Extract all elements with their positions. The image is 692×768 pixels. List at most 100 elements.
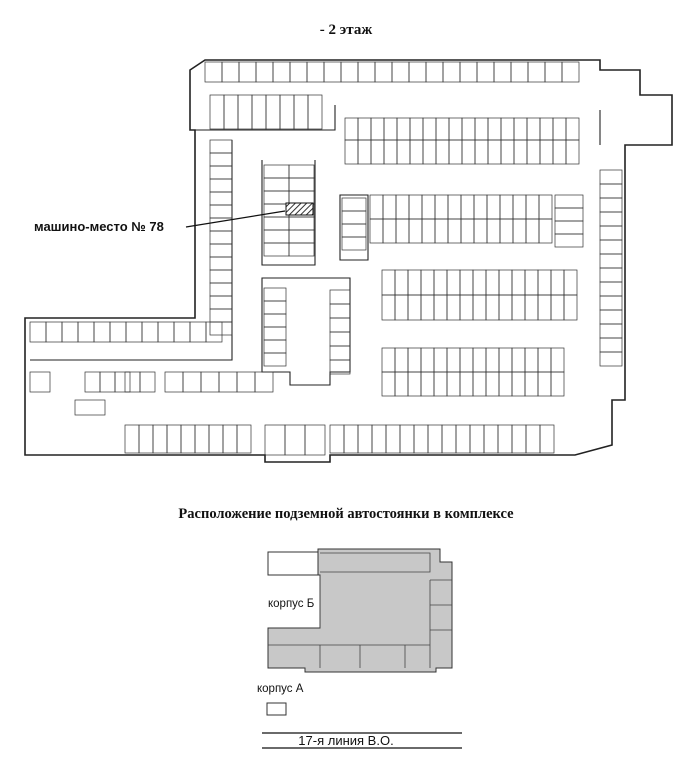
parking-stall xyxy=(511,347,526,373)
parking-stall xyxy=(474,117,489,141)
parking-stall xyxy=(525,218,540,244)
parking-stall xyxy=(223,94,239,130)
parking-stall xyxy=(381,269,396,296)
parking-stall xyxy=(486,218,501,244)
parking-stall xyxy=(512,194,527,220)
parking-stall xyxy=(524,347,539,373)
parking-stall xyxy=(263,242,290,257)
parking-stall xyxy=(209,191,233,206)
parking-stall xyxy=(263,287,287,302)
parking-stall xyxy=(382,218,397,244)
parking-stall xyxy=(209,256,233,271)
parking-stall xyxy=(459,61,478,83)
parking-stall xyxy=(304,424,326,456)
parking-stall xyxy=(396,117,411,141)
parking-stall xyxy=(329,289,351,305)
parking-stall xyxy=(341,236,367,251)
parking-stall xyxy=(500,117,515,141)
parking-stall xyxy=(114,371,131,393)
parking-stall xyxy=(263,229,290,244)
parking-stall xyxy=(124,371,141,393)
parking-stall xyxy=(538,194,553,220)
parking-stall xyxy=(329,424,345,454)
parking-stall xyxy=(209,139,233,154)
parking-stall xyxy=(511,294,526,321)
parking-stall xyxy=(599,309,623,325)
parking-stall xyxy=(565,139,580,165)
parking-stall xyxy=(459,269,474,296)
parking-stall xyxy=(204,61,223,83)
parking-stall xyxy=(472,294,487,321)
parking-stall xyxy=(383,139,398,165)
parking-stall xyxy=(599,239,623,255)
parking-stall xyxy=(395,218,410,244)
parking-stall xyxy=(524,294,539,321)
parking-stall xyxy=(288,229,315,244)
parking-stall xyxy=(357,117,372,141)
parking-stall xyxy=(433,294,448,321)
parking-stall xyxy=(408,61,427,83)
parking-stall xyxy=(289,61,308,83)
parking-stall xyxy=(421,218,436,244)
building-a-outline xyxy=(266,702,287,716)
floor-title: - 2 этаж xyxy=(319,22,373,38)
parking-stall xyxy=(455,424,471,454)
parking-stall xyxy=(394,269,409,296)
parking-stall xyxy=(263,339,287,354)
parking-stall xyxy=(474,139,489,165)
parking-stall xyxy=(599,267,623,283)
parking-stall xyxy=(537,269,552,296)
parking-stall xyxy=(263,300,287,315)
building-a-label: корпус А xyxy=(257,683,304,695)
parking-stall xyxy=(394,371,409,397)
parking-stall xyxy=(510,61,529,83)
parking-stall xyxy=(500,139,515,165)
parking-stall xyxy=(288,164,315,179)
parking-stall xyxy=(77,321,95,343)
parking-stall xyxy=(425,61,444,83)
building-b-outline xyxy=(267,551,319,576)
parking-stall xyxy=(374,61,393,83)
parking-stall xyxy=(265,94,281,130)
parking-stall xyxy=(236,424,252,454)
parking-stall xyxy=(307,94,323,130)
parking-stall xyxy=(599,211,623,227)
parking-stall xyxy=(538,218,553,244)
parking-stall xyxy=(263,216,290,231)
parking-stall xyxy=(180,424,196,454)
parking-stall xyxy=(554,220,584,235)
parking-stall xyxy=(487,117,502,141)
parking-stall xyxy=(525,194,540,220)
parking-stall xyxy=(394,347,409,373)
parking-stall xyxy=(408,194,423,220)
parking-stall xyxy=(399,424,415,454)
parking-stall xyxy=(394,294,409,321)
parking-stall xyxy=(511,424,527,454)
parking-stall xyxy=(288,190,315,205)
parking-stall xyxy=(441,424,457,454)
parking-stall xyxy=(476,61,495,83)
parking-stall xyxy=(263,177,290,192)
parking-stall xyxy=(485,347,500,373)
parking-stall xyxy=(554,194,584,209)
parking-stall xyxy=(29,321,47,343)
parking-stalls xyxy=(29,61,623,456)
parking-stall xyxy=(550,347,565,373)
parking-stall xyxy=(329,345,351,361)
parking-stall xyxy=(263,352,287,367)
parking-stall xyxy=(511,371,526,397)
parking-stall xyxy=(343,424,359,454)
parking-stall xyxy=(493,61,512,83)
parking-stall xyxy=(341,197,367,212)
parking-stall xyxy=(164,371,184,393)
parking-stall xyxy=(498,269,513,296)
parking-stall xyxy=(209,243,233,258)
parking-stall xyxy=(599,225,623,241)
parking-stall xyxy=(420,347,435,373)
parking-stall xyxy=(138,424,154,454)
parking-stall xyxy=(293,94,309,130)
parking-stall xyxy=(341,210,367,225)
parking-stall xyxy=(446,371,461,397)
parking-stall xyxy=(209,165,233,180)
